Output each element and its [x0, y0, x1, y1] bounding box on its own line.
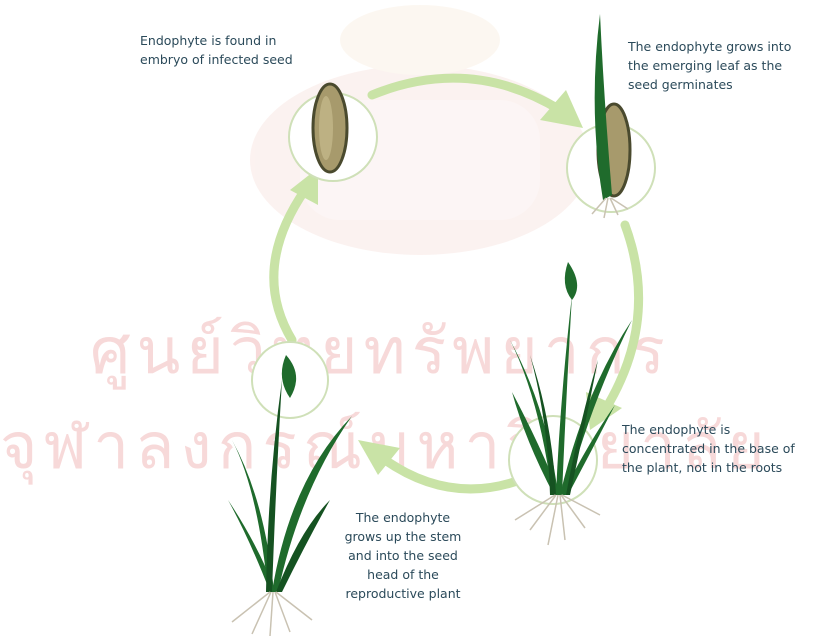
label-germinating-line-3: seed germinates [628, 75, 791, 94]
label-base-of-plant-line-3: the plant, not in the roots [622, 458, 795, 477]
label-stem-line-4: head of the [328, 565, 478, 584]
label-germinating-line-1: The endophyte grows into [628, 37, 791, 56]
label-base-of-plant-line-1: The endophyte is [622, 420, 795, 439]
reproductive-roots-icon [232, 592, 312, 636]
label-base-of-plant-line-2: concentrated in the base of [622, 439, 795, 458]
label-germinating-line-2: the emerging leaf as the [628, 56, 791, 75]
label-stem-line-5: reproductive plant [328, 584, 478, 603]
label-stem-line-1: The endophyte [328, 508, 478, 527]
label-stem-to-seed-head: The endophyte grows up the stem and into… [328, 508, 478, 603]
label-seed-embryo: Endophyte is found in embryo of infected… [140, 31, 293, 69]
label-stem-line-2: grows up the stem [328, 527, 478, 546]
label-stem-line-3: and into the seed [328, 546, 478, 565]
seed-head-icon [565, 262, 577, 300]
label-seed-embryo-line-1: Endophyte is found in [140, 31, 293, 50]
arrow-mature-to-reproductive [385, 460, 520, 489]
label-germinating: The endophyte grows into the emerging le… [628, 37, 791, 94]
arrow-germination-to-mature [605, 225, 639, 410]
label-seed-embryo-line-2: embryo of infected seed [140, 50, 293, 69]
label-base-of-plant: The endophyte is concentrated in the bas… [622, 420, 795, 477]
seed-highlight [319, 96, 333, 160]
